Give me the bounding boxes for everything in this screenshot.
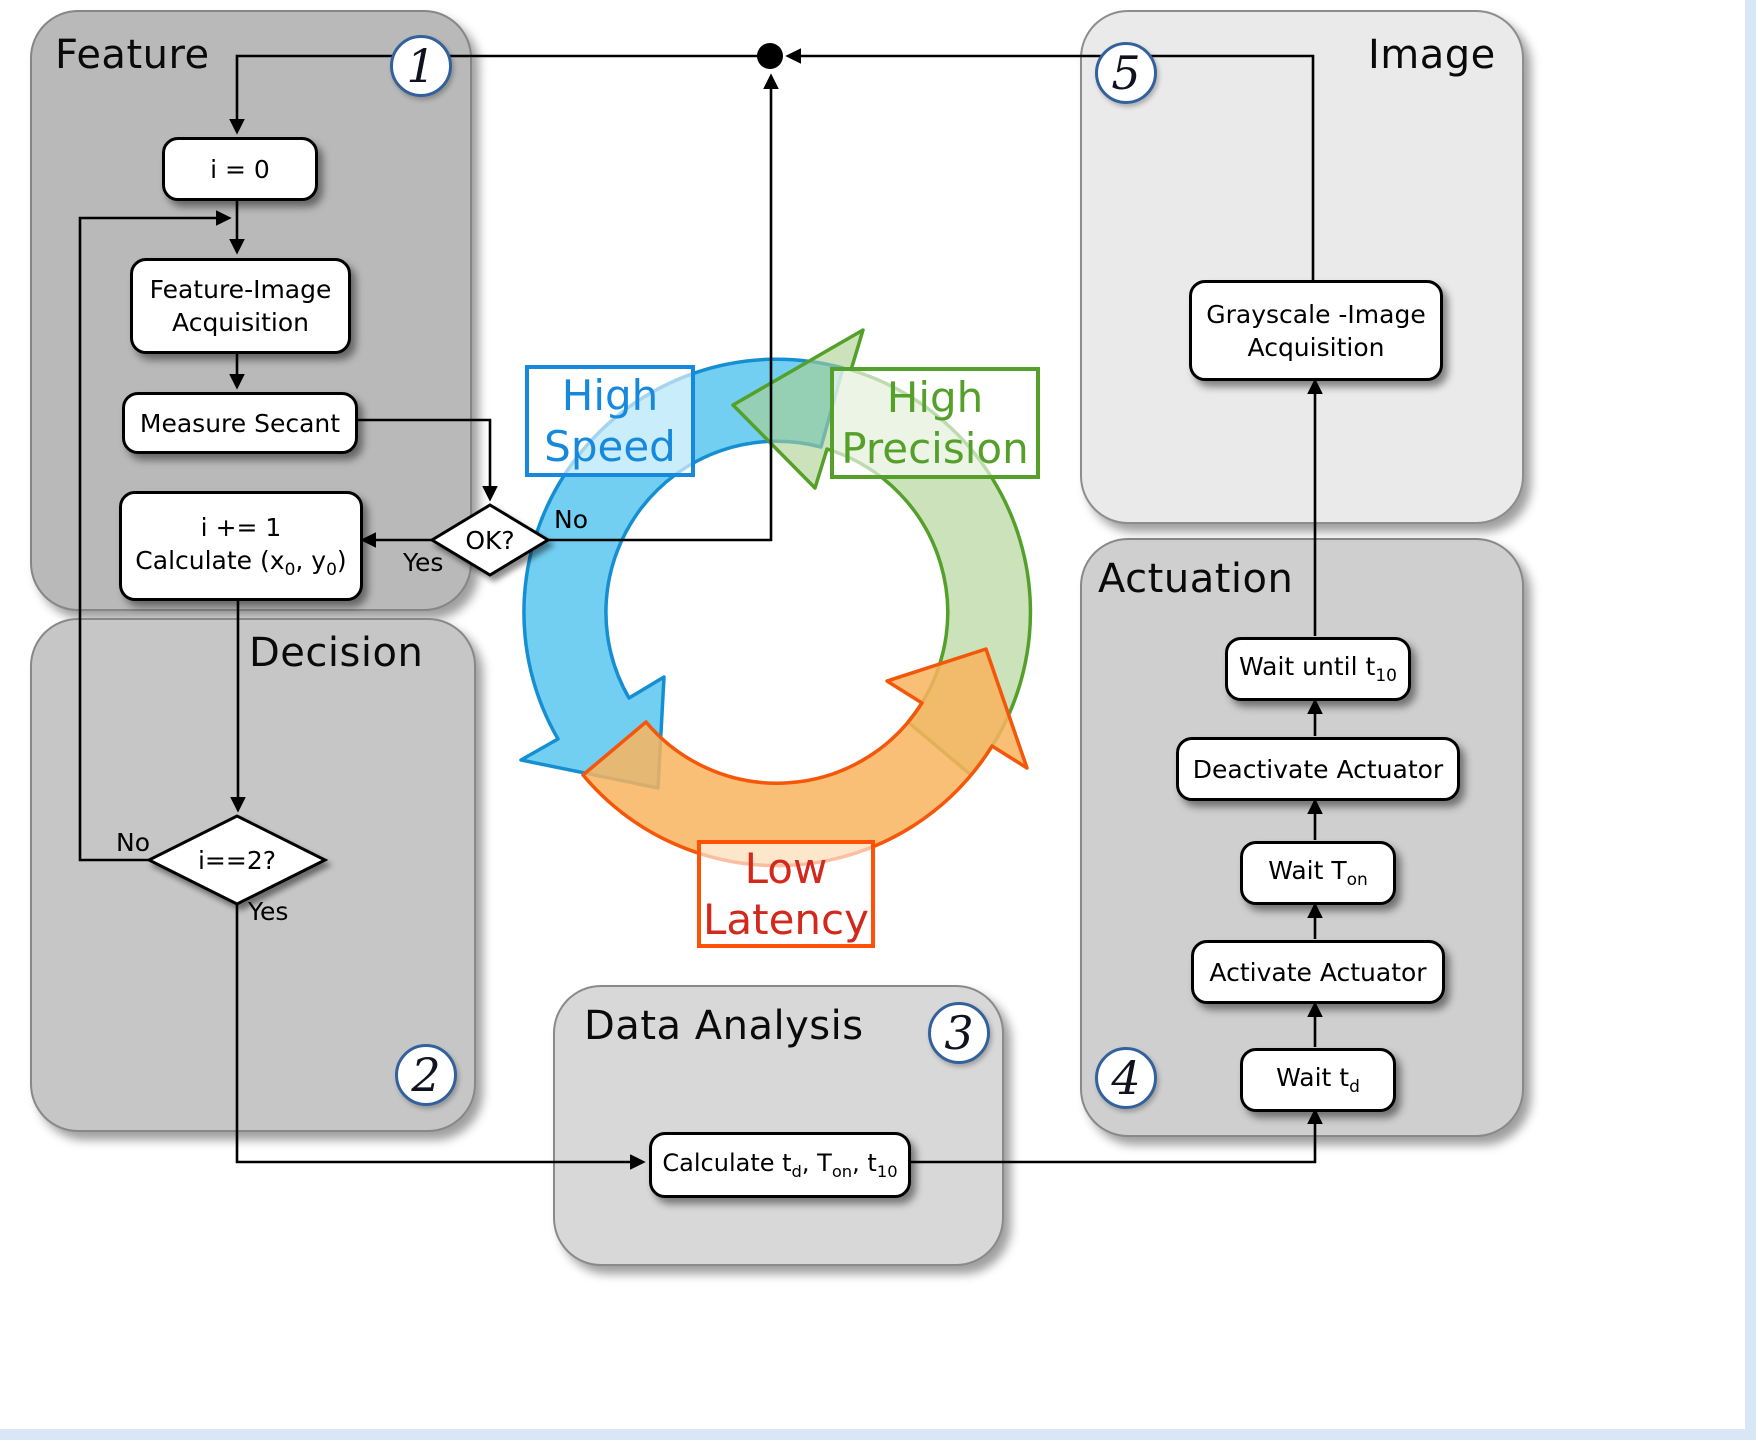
wait-td-box: Wait td	[1240, 1048, 1396, 1112]
high-speed-label: High Speed	[525, 365, 695, 477]
feature-step-badge: 1	[390, 35, 452, 97]
wait-ton-box: Wait Ton	[1240, 841, 1396, 905]
activate-actuator-box: Activate Actuator	[1191, 940, 1445, 1004]
data-analysis-step-badge: 3	[928, 1002, 990, 1064]
low-latency-label: Low Latency	[697, 840, 875, 948]
connector-ok-no-to-dot	[548, 73, 779, 542]
image-step-badge: 5	[1095, 42, 1157, 104]
image-region	[1080, 10, 1524, 524]
ok-yes-edge-label: Yes	[403, 548, 444, 577]
right-edge-strip	[1745, 0, 1756, 1440]
ok-diamond-label: OK?	[465, 525, 515, 555]
measure-secant-box: Measure Secant	[122, 392, 358, 454]
grayscale-image-acquisition-box: Grayscale -Image Acquisition	[1189, 280, 1443, 381]
connector-grayscale-to-dot	[785, 48, 1315, 280]
calculate-times-box: Calculate td, Ton, t10	[649, 1132, 911, 1198]
i2-yes-edge-label: Yes	[248, 897, 289, 926]
init-counter-box: i = 0	[162, 137, 318, 201]
data-analysis-region-title: Data Analysis	[584, 1003, 864, 1049]
actuation-region-title: Actuation	[1098, 556, 1294, 602]
feature-image-acquisition-box: Feature-Image Acquisition	[130, 258, 351, 354]
deactivate-actuator-box: Deactivate Actuator	[1176, 737, 1460, 801]
wait-until-t10-box: Wait until t10	[1225, 637, 1411, 701]
high-precision-label: High Precision	[830, 367, 1040, 479]
ok-no-edge-label: No	[554, 505, 588, 534]
connector-i2-no-loop	[78, 210, 232, 862]
connector-calctimes-to-waittd	[905, 1108, 1323, 1164]
image-region-title: Image	[1368, 32, 1496, 78]
connector-dot-to-i0	[229, 54, 770, 135]
decision-step-badge: 2	[395, 1044, 457, 1106]
i2-no-edge-label: No	[116, 828, 150, 857]
bottom-edge-strip	[0, 1429, 1756, 1440]
actuation-step-badge: 4	[1095, 1047, 1157, 1109]
i2-decision-diamond	[145, 814, 329, 906]
increment-calculate-box: i += 1 Calculate (x0, y0)	[119, 491, 363, 601]
decision-region-title: Decision	[249, 630, 424, 676]
connector-i2-yes-to-calctimes	[235, 905, 646, 1170]
connector-secant-to-ok	[352, 418, 498, 502]
i2-diamond-label: i==2?	[197, 845, 276, 875]
ok-decision-diamond	[429, 503, 551, 577]
feature-region-title: Feature	[55, 32, 210, 78]
merge-dot	[757, 43, 783, 69]
